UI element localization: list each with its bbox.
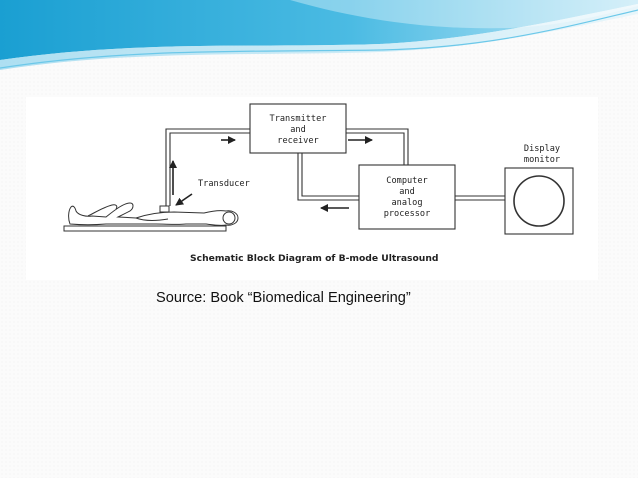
signal-lines bbox=[165, 128, 505, 206]
transmitter-label-1: Transmitter bbox=[270, 114, 327, 124]
display-label-1: Display bbox=[524, 144, 560, 154]
header-swoosh-decoration bbox=[0, 0, 638, 70]
ultrasound-block-diagram: Transmitter and receiver Computer and an… bbox=[26, 97, 598, 280]
transmitter-label-3: receiver bbox=[277, 136, 318, 146]
flow-arrows bbox=[169, 136, 373, 212]
computer-label-2: and bbox=[399, 187, 415, 197]
transmitter-receiver-block bbox=[249, 103, 347, 154]
source-citation: Source: Book “Biomedical Engineering” bbox=[156, 290, 411, 306]
computer-processor-block bbox=[358, 164, 456, 230]
computer-label-1: Computer bbox=[386, 176, 427, 186]
display-label-2: monitor bbox=[524, 155, 560, 165]
transducer-label: Transducer bbox=[198, 179, 250, 189]
computer-label-4: processor bbox=[384, 209, 431, 219]
transmitter-label-2: and bbox=[290, 125, 306, 135]
computer-label-3: analog bbox=[391, 198, 422, 208]
patient-on-table bbox=[63, 202, 239, 232]
display-screen bbox=[513, 175, 565, 227]
diagram-caption: Schematic Block Diagram of B-mode Ultras… bbox=[190, 253, 438, 264]
